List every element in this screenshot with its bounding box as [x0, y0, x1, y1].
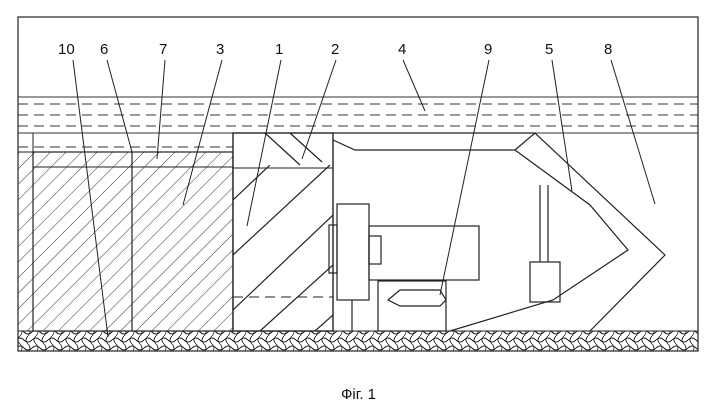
patent-figure: 10 6 7 3 1 2 4 9 5 8: [17, 16, 699, 352]
leader-lines: [72, 59, 656, 338]
bottom-woven-layer: [17, 330, 699, 352]
callout-2: 2: [331, 41, 339, 58]
callout-5: 5: [545, 41, 553, 58]
callout-8: 8: [604, 41, 612, 58]
machine-body: [328, 132, 666, 332]
layer-4-band: [18, 96, 698, 148]
callout-6: 6: [100, 41, 108, 58]
callout-3: 3: [216, 41, 224, 58]
callout-1: 1: [275, 41, 283, 58]
callout-4: 4: [398, 41, 406, 58]
left-hatched-block: [17, 133, 234, 332]
middle-block: [232, 132, 334, 332]
callout-10: 10: [58, 41, 75, 58]
figure-caption: Фіг. 1: [340, 386, 377, 403]
callout-7: 7: [159, 41, 167, 58]
callout-9: 9: [484, 41, 492, 58]
callout-labels: 10 6 7 3 1 2 4 9 5 8: [58, 41, 612, 58]
